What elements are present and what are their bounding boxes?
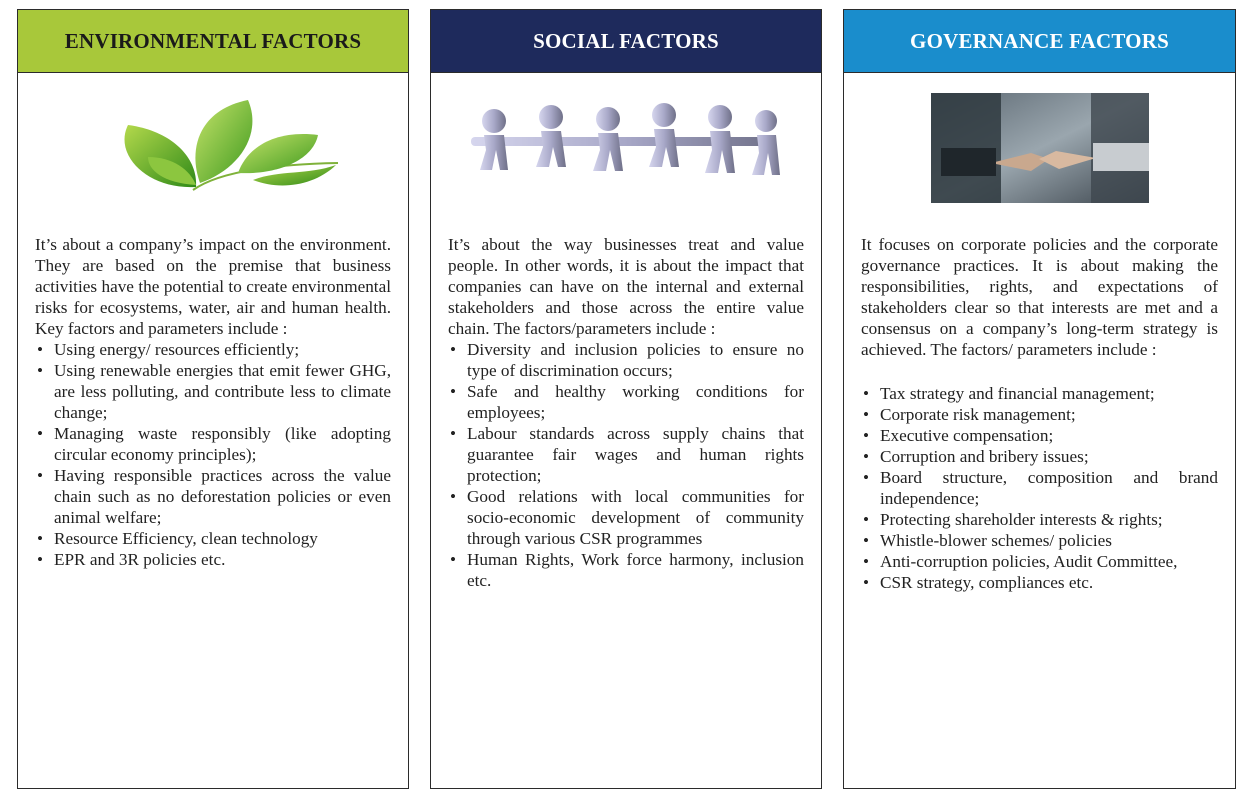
list-item: Tax strategy and financial management;: [861, 383, 1218, 404]
factor-list: Diversity and inclusion policies to ensu…: [448, 339, 804, 591]
list-item: Human Rights, Work force harmony, inclus…: [448, 549, 804, 591]
list-item: Diversity and inclusion policies to ensu…: [448, 339, 804, 381]
panel-title: SOCIAL FACTORS: [431, 10, 821, 73]
governance-factors-panel: GOVERNANCE FACTORS It focuses on corpora…: [843, 9, 1236, 789]
factor-list: Using energy/ resources efficiently; Usi…: [35, 339, 391, 570]
paper-people-chain-icon: [431, 95, 821, 200]
panel-title: GOVERNANCE FACTORS: [844, 10, 1235, 73]
list-item: Safe and healthy working conditions for …: [448, 381, 804, 423]
panel-title: ENVIRONMENTAL FACTORS: [18, 10, 408, 73]
social-factors-panel: SOCIAL FACTORS It’s about the way busin: [430, 9, 822, 789]
environmental-factors-panel: ENVIRONMENTAL FACTORS It’s about a compa…: [17, 9, 409, 789]
leaves-illustration: [124, 100, 339, 191]
list-item: Using energy/ resources efficiently;: [35, 339, 391, 360]
list-item: Having responsible practices across the …: [35, 465, 391, 528]
list-item: Board structure, composition and brand i…: [861, 467, 1218, 509]
list-item: Using renewable energies that emit fewer…: [35, 360, 391, 423]
list-item: Protecting shareholder interests & right…: [861, 509, 1218, 530]
panel-intro: It’s about the way businesses treat and …: [448, 235, 804, 338]
list-item: Anti-corruption policies, Audit Committe…: [861, 551, 1218, 572]
panel-intro: It’s about a company’s impact on the env…: [35, 235, 391, 338]
list-item: Whistle-blower schemes/ policies: [861, 530, 1218, 551]
list-item: Managing waste responsibly (like adoptin…: [35, 423, 391, 465]
panel-intro: It focuses on corporate policies and the…: [861, 235, 1218, 359]
list-item: Corporate risk management;: [861, 404, 1218, 425]
handshake-illustration: [930, 92, 1149, 203]
business-handshake-icon: [844, 92, 1235, 203]
green-leaves-icon: [18, 95, 408, 200]
people-chain-illustration: [471, 103, 780, 175]
list-item: Resource Efficiency, clean technology: [35, 528, 391, 549]
list-item: Good relations with local communities fo…: [448, 486, 804, 549]
list-item: Executive compensation;: [861, 425, 1218, 446]
list-item: Labour standards across supply chains th…: [448, 423, 804, 486]
panel-body: It’s about a company’s impact on the env…: [18, 234, 408, 570]
list-item: EPR and 3R policies etc.: [35, 549, 391, 570]
list-item: Corruption and bribery issues;: [861, 446, 1218, 467]
list-item: CSR strategy, compliances etc.: [861, 572, 1218, 593]
factor-list: Tax strategy and financial management; C…: [861, 383, 1218, 593]
panel-body: It’s about the way businesses treat and …: [431, 234, 821, 591]
panel-body: It focuses on corporate policies and the…: [844, 234, 1235, 593]
